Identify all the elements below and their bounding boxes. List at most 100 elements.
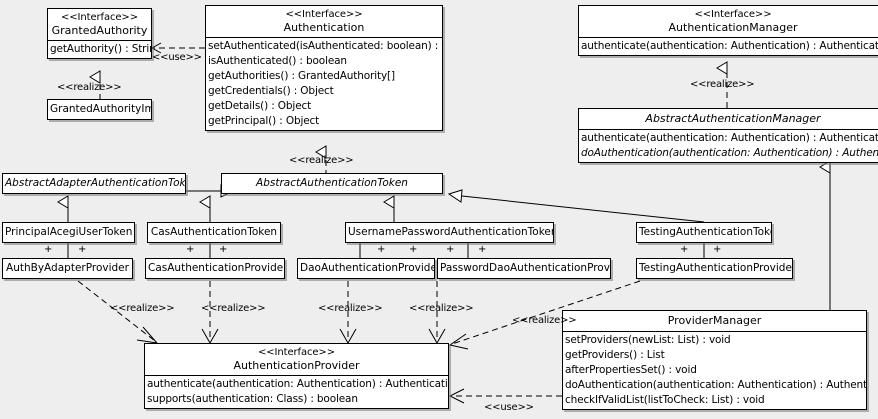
method-item: setProviders(newList: List) : void: [565, 334, 731, 346]
class-provider-manager[interactable]: ProviderManager setProviders(newList: Li…: [562, 310, 867, 410]
class-header: UsernamePasswordAuthenticationToken: [346, 223, 553, 242]
edge-label-realize-testingauthenticationprovider: <<realize>>: [512, 315, 577, 326]
class-authentication-manager[interactable]: <<Interface>> AuthenticationManager auth…: [578, 5, 878, 56]
multiplicity-marker: +: [680, 244, 689, 255]
method-item: authenticate(authentication: Authenticat…: [581, 40, 878, 52]
edge-providermanager-uses-authenticationprovider: [448, 388, 562, 404]
class-name: AbstractAdapterAuthenticationToken: [5, 177, 186, 189]
class-name: PrincipalAcegiUserToken: [5, 226, 133, 238]
edge-label-use-grantedauthority: <<use>>: [152, 52, 202, 63]
class-header: ProviderManager: [563, 311, 866, 331]
methods-compartment: setProviders(newList: List) : void getPr…: [563, 331, 866, 409]
class-name: Authentication: [283, 21, 365, 34]
stereotype-label: <<Interface>>: [285, 9, 363, 20]
edge-label-realize-grantedauthorityimpl: <<realize>>: [57, 82, 122, 93]
edge-label-realize-authbyadapterprovider: <<realize>>: [110, 303, 175, 314]
class-testing-authentication-provider[interactable]: TestingAuthenticationProvider: [636, 258, 793, 279]
class-header: TestingAuthenticationToken: [637, 223, 771, 242]
multiplicity-marker: +: [478, 244, 487, 255]
class-name: UsernamePasswordAuthenticationToken: [348, 226, 554, 238]
method-item: isAuthenticated() : boolean: [208, 55, 347, 67]
stereotype-label: <<Interface>>: [258, 347, 335, 358]
multiplicity-marker: +: [713, 244, 722, 255]
class-header: <<Interface>> Authentication: [206, 6, 442, 37]
class-header: AbstractAdapterAuthenticationToken: [3, 174, 185, 193]
class-header: <<Interface>> AuthenticationProvider: [145, 344, 448, 375]
class-dao-authentication-provider[interactable]: DaoAuthenticationProvider: [297, 258, 435, 279]
method-item: authenticate(authentication: Authenticat…: [147, 378, 449, 390]
class-header: AuthByAdapterProvider: [3, 259, 132, 278]
class-header: AbstractAuthenticationManager: [579, 109, 878, 129]
method-item: getAuthorities() : GrantedAuthority[]: [208, 70, 395, 82]
class-name: TestingAuthenticationToken: [639, 226, 772, 238]
edge-label-realize-passworddaoprovider: <<realize>>: [409, 303, 474, 314]
multiplicity-marker: +: [186, 244, 195, 255]
class-header: CasAuthenticationProvider: [146, 259, 284, 278]
class-granted-authority[interactable]: <<Interface>> GrantedAuthority getAuthor…: [47, 8, 152, 59]
edge-label-use-providermanager: <<use>>: [484, 402, 534, 413]
method-item: getPrincipal() : Object: [208, 115, 320, 127]
class-auth-by-adapter-provider[interactable]: AuthByAdapterProvider: [2, 258, 133, 279]
stereotype-label: <<Interface>>: [694, 9, 772, 20]
class-name: AuthenticationProvider: [233, 359, 360, 372]
class-header: GrantedAuthorityImpl: [48, 100, 151, 119]
class-cas-authentication-provider[interactable]: CasAuthenticationProvider: [145, 258, 285, 279]
multiplicity-marker: +: [446, 244, 455, 255]
class-name: DaoAuthenticationProvider: [300, 262, 435, 274]
class-username-password-authentication-token[interactable]: UsernamePasswordAuthenticationToken: [345, 222, 554, 243]
methods-compartment: authenticate(authentication: Authenticat…: [145, 375, 448, 408]
class-name: ProviderManager: [667, 314, 762, 327]
class-name: AuthenticationManager: [668, 21, 798, 34]
method-item: doAuthentication(authentication: Authent…: [581, 147, 878, 159]
multiplicity-marker: +: [219, 244, 228, 255]
edge-label-realize-abstractauthenticationtoken: <<realize>>: [289, 155, 354, 166]
methods-compartment: authenticate(authentication: Authenticat…: [579, 129, 878, 162]
class-name: PasswordDaoAuthenticationProvider: [440, 262, 610, 274]
class-header: <<Interface>> GrantedAuthority: [48, 9, 151, 40]
class-abstract-authentication-token[interactable]: AbstractAuthenticationToken: [221, 173, 443, 194]
methods-compartment: setAuthenticated(isAuthenticated: boolea…: [206, 37, 442, 130]
multiplicity-marker: +: [409, 244, 418, 255]
class-authentication[interactable]: <<Interface>> Authentication setAuthenti…: [205, 5, 443, 131]
class-abstract-authentication-manager[interactable]: AbstractAuthenticationManager authentica…: [578, 108, 878, 163]
class-header: AbstractAuthenticationToken: [222, 174, 442, 193]
methods-compartment: authenticate(authentication: Authenticat…: [579, 37, 878, 55]
class-cas-authentication-token[interactable]: CasAuthenticationToken: [147, 222, 281, 243]
class-header: PrincipalAcegiUserToken: [3, 223, 134, 242]
class-header: PasswordDaoAuthenticationProvider: [438, 259, 610, 278]
edge-label-realize-daoauthenticationprovider: <<realize>>: [318, 303, 383, 314]
class-header: CasAuthenticationToken: [148, 223, 280, 242]
stereotype-label: <<Interface>>: [61, 12, 138, 23]
method-item: supports(authentication: Class) : boolea…: [147, 393, 358, 405]
class-name: AbstractAuthenticationManager: [645, 112, 821, 125]
class-granted-authority-impl[interactable]: GrantedAuthorityImpl: [47, 99, 152, 120]
method-item: doAuthentication(authentication: Authent…: [565, 379, 867, 391]
class-name: GrantedAuthorityImpl: [50, 103, 151, 115]
method-item: getCredentials() : Object: [208, 85, 334, 97]
method-item: getDetails() : Object: [208, 100, 312, 112]
edge-testingauthenticationtoken-extends-abstractauthenticationtoken: [447, 189, 705, 223]
class-name: CasAuthenticationProvider: [148, 262, 285, 274]
class-name: GrantedAuthority: [51, 24, 148, 37]
multiplicity-marker: +: [78, 244, 87, 255]
multiplicity-marker: +: [377, 244, 386, 255]
method-item: setAuthenticated(isAuthenticated: boolea…: [208, 40, 443, 52]
class-principal-acegi-user-token[interactable]: PrincipalAcegiUserToken: [2, 222, 135, 243]
multiplicity-marker: +: [44, 244, 53, 255]
methods-compartment: getAuthority() : String: [48, 40, 151, 58]
class-abstract-adapter-authentication-token[interactable]: AbstractAdapterAuthenticationToken: [2, 173, 186, 194]
class-header: TestingAuthenticationProvider: [637, 259, 792, 278]
method-item: checkIfValidList(listToCheck: List) : vo…: [565, 394, 765, 406]
class-name: CasAuthenticationToken: [150, 226, 278, 238]
class-password-dao-authentication-provider[interactable]: PasswordDaoAuthenticationProvider: [437, 258, 611, 279]
edge-label-realize-abstractauthenticationmanager: <<realize>>: [690, 79, 755, 90]
class-header: <<Interface>> AuthenticationManager: [579, 6, 878, 37]
class-authentication-provider[interactable]: <<Interface>> AuthenticationProvider aut…: [144, 343, 449, 409]
class-header: DaoAuthenticationProvider: [298, 259, 434, 278]
class-name: TestingAuthenticationProvider: [639, 262, 793, 274]
class-name: AuthByAdapterProvider: [6, 262, 129, 274]
class-testing-authentication-token[interactable]: TestingAuthenticationToken: [636, 222, 772, 243]
edge-label-realize-casauthenticationprovider: <<realize>>: [201, 303, 266, 314]
class-name: AbstractAuthenticationToken: [256, 177, 408, 189]
